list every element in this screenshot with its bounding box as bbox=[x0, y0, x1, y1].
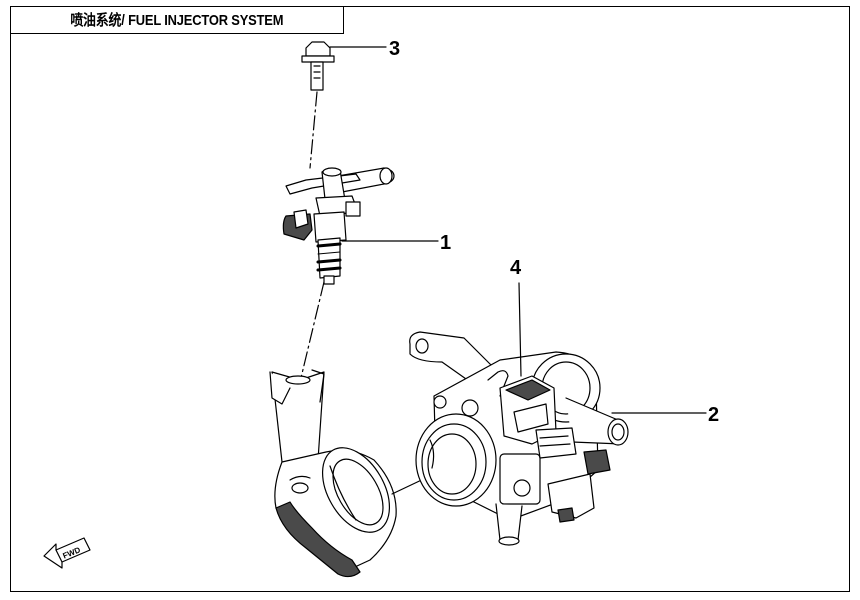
intake-manifold-icon bbox=[269, 369, 397, 578]
centerline-upper bbox=[309, 91, 318, 169]
leader-line-4 bbox=[518, 282, 522, 377]
callout-2: 2 bbox=[708, 404, 719, 426]
centerline-lower bbox=[299, 281, 325, 383]
page-title: 喷油系统/ FUEL INJECTOR SYSTEM bbox=[70, 12, 283, 29]
bolt-icon bbox=[301, 41, 335, 91]
title-box: 喷油系统/ FUEL INJECTOR SYSTEM bbox=[10, 6, 344, 34]
sensor-icon bbox=[499, 375, 577, 459]
callout-3: 3 bbox=[389, 38, 400, 60]
fuel-injector-icon bbox=[282, 167, 395, 285]
diagram-frame bbox=[10, 6, 850, 592]
callout-1: 1 bbox=[440, 232, 451, 254]
fwd-arrow-icon: FWD bbox=[43, 537, 91, 569]
callout-4: 4 bbox=[510, 257, 522, 279]
